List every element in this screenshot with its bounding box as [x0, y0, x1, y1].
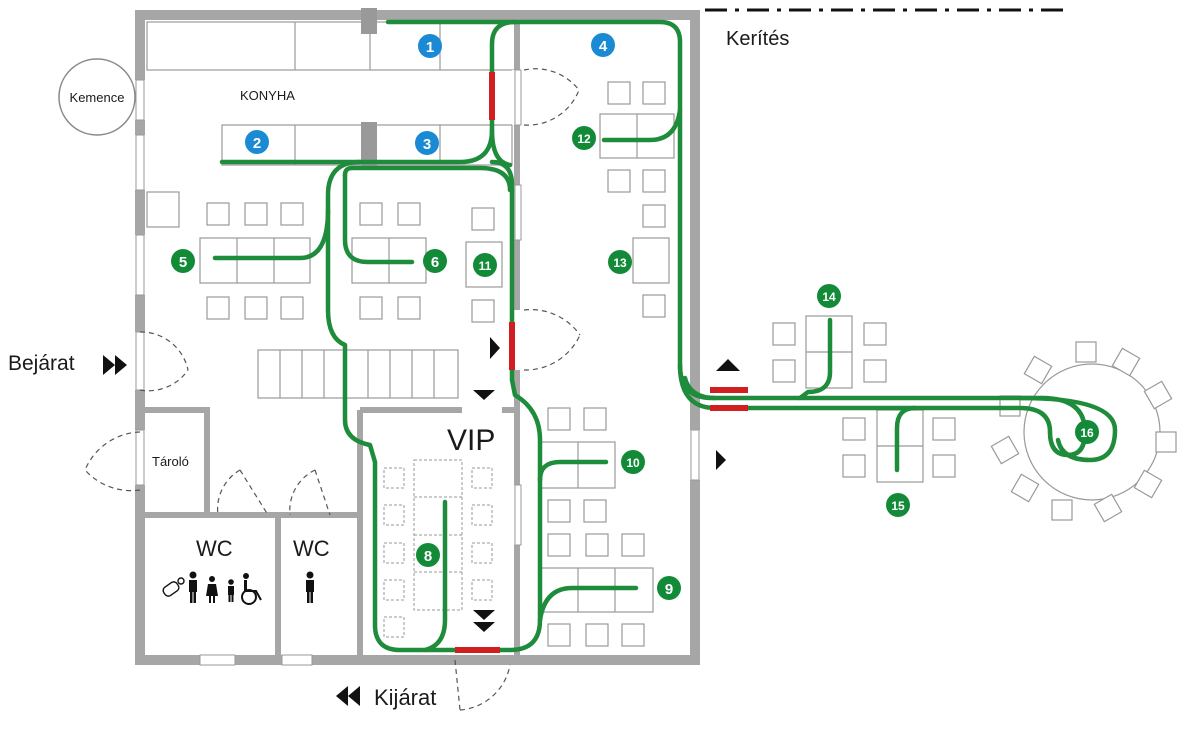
kitchen-markers: 1 2 3 4 — [245, 33, 615, 155]
svg-text:13: 13 — [613, 256, 627, 270]
exit-arrow-icon — [336, 686, 360, 706]
entrance-gap — [132, 332, 148, 390]
woman-icon — [206, 576, 218, 603]
marker-12[interactable]: 12 — [572, 126, 596, 150]
kitchen-pillar-mid — [361, 122, 377, 170]
svg-text:8: 8 — [424, 548, 432, 565]
kitchen-pillar-top — [361, 8, 377, 34]
man-icon — [189, 571, 197, 603]
marker-16[interactable]: 16 — [1075, 420, 1099, 444]
table-markers: 5 6 8 9 10 11 12 13 14 15 16 — [171, 126, 1099, 600]
arrow-up-icon — [716, 359, 740, 371]
vip-label: VIP — [447, 424, 495, 457]
tables-right-room — [540, 81, 675, 647]
svg-text:15: 15 — [891, 499, 905, 513]
arrow-down-double-icon-b — [473, 622, 495, 632]
marker-13[interactable]: 13 — [608, 250, 632, 274]
marker-2[interactable]: 2 — [245, 130, 269, 154]
oven-label: Kemence — [70, 90, 125, 105]
marker-3[interactable]: 3 — [415, 131, 439, 155]
entrance-arrow-icon — [103, 355, 127, 375]
kitchen-counters — [146, 21, 516, 228]
svg-text:10: 10 — [626, 456, 640, 470]
marker-4[interactable]: 4 — [591, 33, 615, 57]
arrow-right-icon-1 — [490, 337, 500, 359]
marker-1[interactable]: 1 — [418, 34, 442, 58]
svg-text:16: 16 — [1080, 426, 1094, 440]
direction-triangles — [473, 337, 740, 632]
marker-14[interactable]: 14 — [817, 284, 841, 308]
baby-changing-icon — [162, 577, 185, 597]
door-swings — [84, 68, 581, 711]
svg-text:1: 1 — [426, 39, 434, 56]
svg-text:3: 3 — [423, 136, 431, 153]
svg-text:6: 6 — [431, 254, 439, 271]
svg-text:11: 11 — [479, 259, 492, 273]
marker-9[interactable]: 9 — [657, 576, 681, 600]
entrance-label: Bejárat — [8, 352, 75, 375]
svg-text:9: 9 — [665, 581, 673, 598]
wc-label-1: WC — [196, 536, 233, 561]
tables-main-room — [199, 202, 503, 323]
arrow-down-double-icon-a — [473, 610, 495, 620]
stairs — [257, 349, 459, 399]
storage-label: Tároló — [152, 454, 189, 469]
svg-text:12: 12 — [577, 132, 591, 146]
exit-label: Kijárat — [374, 685, 436, 710]
kitchen-label: KONYHA — [240, 88, 295, 103]
marker-15[interactable]: 15 — [886, 493, 910, 517]
door-highlights — [455, 72, 748, 653]
marker-8[interactable]: 8 — [416, 543, 440, 567]
marker-5[interactable]: 5 — [171, 249, 195, 273]
svg-text:5: 5 — [179, 254, 187, 271]
child-icon — [228, 579, 234, 602]
marker-11[interactable]: 11 — [473, 253, 497, 277]
man-icon-2 — [306, 571, 314, 603]
oven — [58, 58, 136, 136]
marker-6[interactable]: 6 — [423, 249, 447, 273]
tables-vip — [383, 459, 493, 638]
restroom-icons — [162, 571, 314, 605]
arrow-down-icon — [473, 390, 495, 400]
marker-10[interactable]: 10 — [621, 450, 645, 474]
wc-label-2: WC — [293, 536, 330, 561]
svg-text:14: 14 — [822, 290, 836, 304]
entrance-door-swing — [139, 331, 189, 371]
round-table-chairs — [990, 341, 1177, 523]
svg-text:4: 4 — [599, 38, 608, 55]
arrow-right-icon-2 — [716, 450, 726, 470]
wheelchair-icon — [241, 573, 262, 605]
fence-label: Kerítés — [726, 28, 789, 50]
svg-text:2: 2 — [253, 135, 261, 152]
